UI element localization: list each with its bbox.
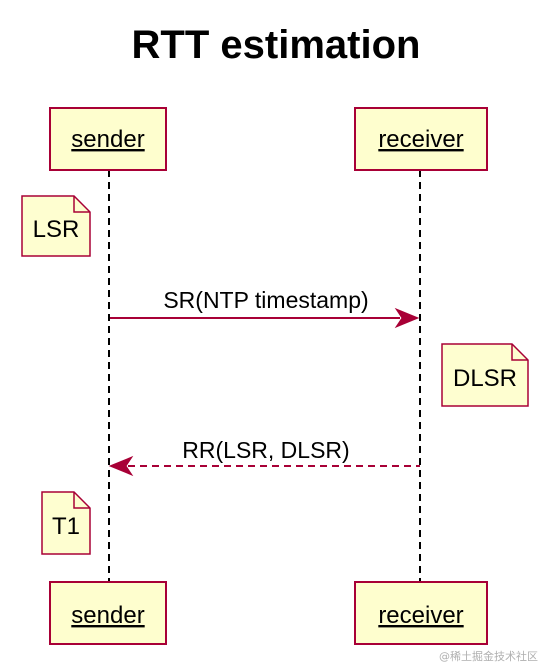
- message-label-rr: RR(LSR, DLSR): [182, 437, 349, 463]
- note-shape: [441, 343, 529, 407]
- participant-label-sender: sender: [71, 126, 144, 153]
- participant-label-receiver: receiver: [378, 602, 463, 629]
- arrow-head-right: [394, 307, 420, 329]
- participant-label-receiver: receiver: [378, 126, 463, 153]
- participant-box: [354, 107, 488, 171]
- message-rr: RR(LSR, DLSR): [108, 437, 420, 477]
- message-label-sr: SR(NTP timestamp): [163, 287, 368, 313]
- note-fold-corner: [73, 492, 90, 509]
- watermark: @稀土掘金技术社区: [439, 649, 538, 663]
- note-shape: [21, 195, 91, 257]
- participant-label-sender: sender: [71, 602, 144, 629]
- note-text-t1: T1: [52, 513, 80, 540]
- participant-receiver-bottom: receiver: [354, 581, 488, 645]
- note-fold-corner: [511, 344, 528, 361]
- note-text-lsr: LSR: [33, 216, 80, 243]
- note-text-dlsr: DLSR: [453, 365, 517, 392]
- arrow-head-left: [108, 455, 134, 477]
- note-t1: T1: [41, 491, 91, 555]
- diagram-title: RTT estimation: [132, 23, 421, 67]
- participant-sender-top: sender: [49, 107, 167, 171]
- participant-box: [354, 581, 488, 645]
- message-sr: SR(NTP timestamp): [110, 287, 420, 329]
- participant-box: [49, 107, 167, 171]
- note-lsr: LSR: [21, 195, 91, 257]
- note-dlsr: DLSR: [441, 343, 529, 407]
- participant-sender-bottom: sender: [49, 581, 167, 645]
- note-fold-corner: [73, 196, 90, 213]
- participant-box: [49, 581, 167, 645]
- participant-receiver-top: receiver: [354, 107, 488, 171]
